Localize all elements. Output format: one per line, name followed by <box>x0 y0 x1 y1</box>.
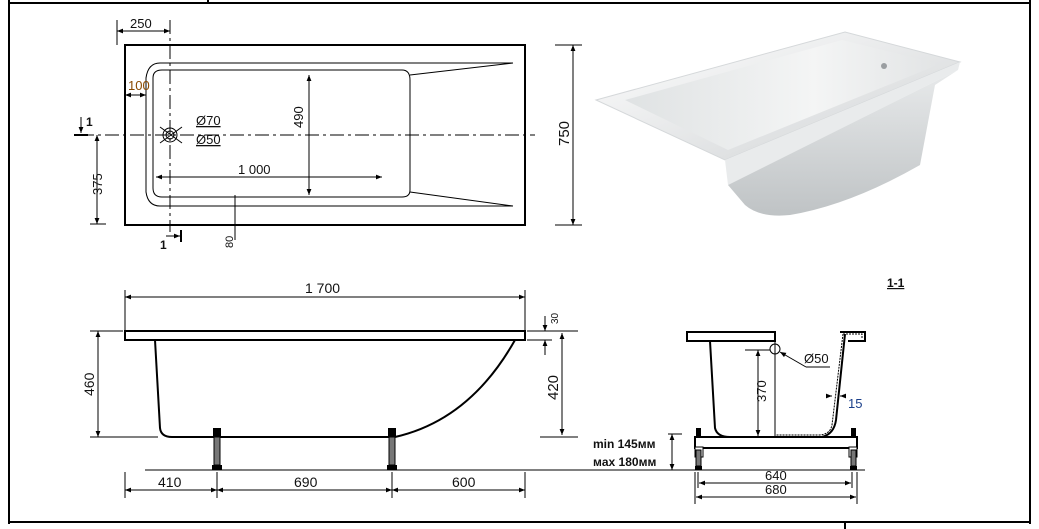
section-leg-left <box>695 428 702 470</box>
dim-750: 750 <box>556 121 573 146</box>
leg-left <box>212 428 222 470</box>
dim-1700: 1 700 <box>305 280 340 296</box>
section-view: 1-1 370 Ø50 15 min 145мм мax 180мм 640 6… <box>593 276 905 504</box>
leg-max-height: мax 180мм <box>593 455 656 469</box>
drawing-frame <box>8 0 1031 529</box>
drain-outer-diameter: Ø70 <box>196 113 221 128</box>
dim-30: 30 <box>550 312 561 324</box>
dim-420: 420 <box>545 375 562 400</box>
section-drain-diameter: Ø50 <box>804 351 829 366</box>
dim-100: 100 <box>128 78 150 93</box>
dim-680: 680 <box>765 482 787 497</box>
dim-370: 370 <box>754 380 769 402</box>
section-mark-bottom: 1 <box>160 238 167 252</box>
plan-view: 250 100 Ø70 Ø50 490 1 000 375 80 750 1 1 <box>74 16 582 252</box>
leg-right <box>387 428 397 470</box>
section-title: 1-1 <box>887 276 905 290</box>
side-view: 1 700 460 30 420 410 690 600 <box>81 280 865 498</box>
dim-250: 250 <box>130 16 152 31</box>
dim-410: 410 <box>158 474 182 490</box>
section-mark-top: 1 <box>86 115 93 129</box>
dim-460: 460 <box>81 372 97 396</box>
dim-490: 490 <box>291 106 306 128</box>
dim-80: 80 <box>224 236 236 248</box>
dim-690: 690 <box>294 474 318 490</box>
bathtub-photo <box>590 15 1010 260</box>
dim-640: 640 <box>765 468 787 483</box>
dim-15: 15 <box>848 396 862 411</box>
leg-min-height: min 145мм <box>593 437 656 451</box>
section-leg-right <box>850 428 857 470</box>
dim-375: 375 <box>90 173 105 195</box>
drain-inner-diameter: Ø50 <box>196 132 221 147</box>
dim-1000: 1 000 <box>238 162 271 177</box>
dim-600: 600 <box>452 474 476 490</box>
